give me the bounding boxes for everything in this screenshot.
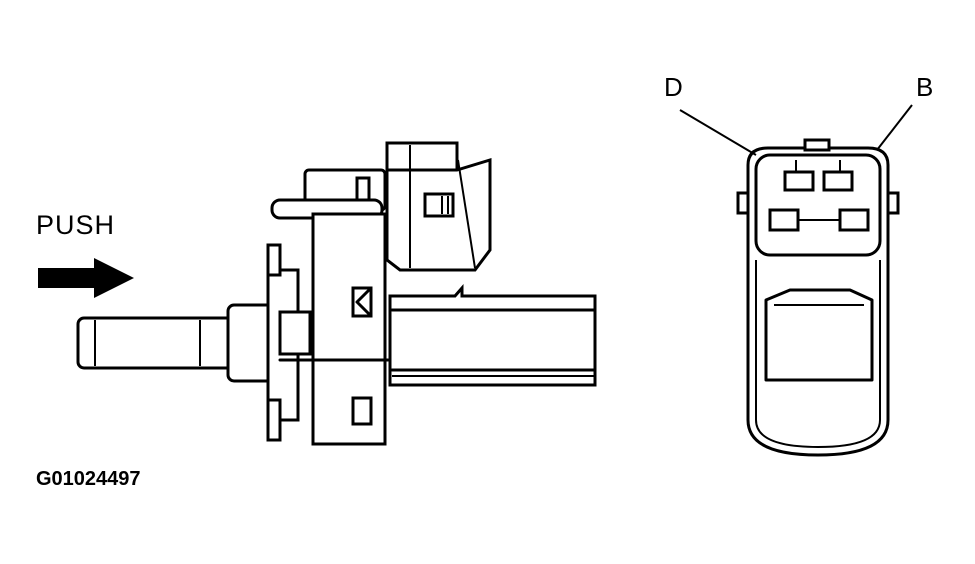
terminal-label-d: D	[664, 72, 683, 102]
push-label: PUSH	[36, 210, 116, 240]
figure-id: G01024497	[36, 468, 141, 490]
connector-end-view	[679, 104, 913, 457]
switch-side-view	[76, 141, 597, 446]
leader-line-b	[876, 104, 913, 151]
terminal-label-b: B	[916, 72, 934, 102]
leader-line-d	[679, 109, 757, 156]
push-arrow-icon	[38, 258, 134, 298]
